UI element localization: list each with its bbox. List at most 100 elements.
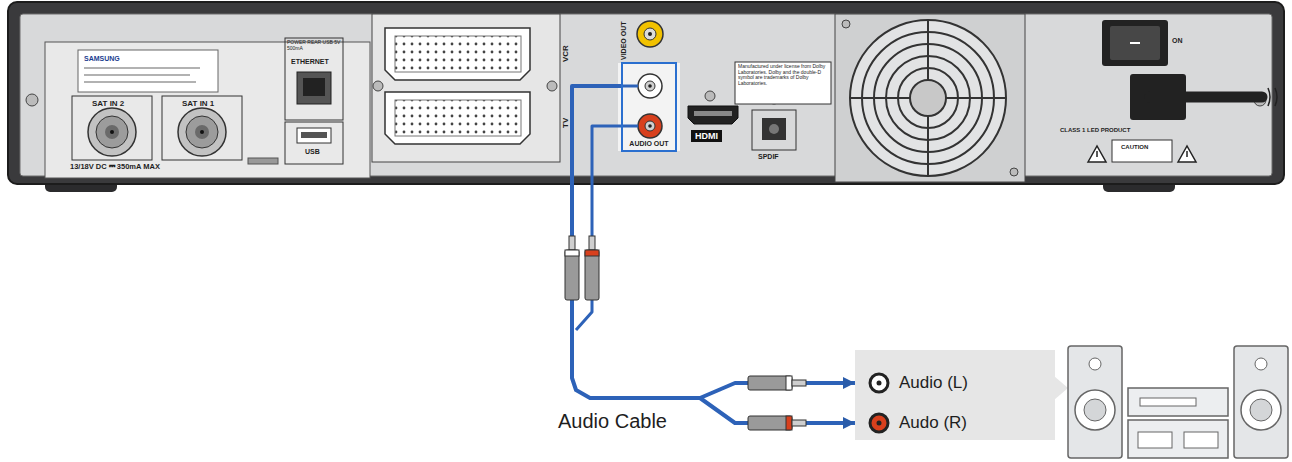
warning-label: CAUTION xyxy=(1121,144,1148,151)
rca-plug xyxy=(585,250,599,256)
input-label: Audio (L) xyxy=(899,372,968,394)
rca-plug xyxy=(565,236,579,300)
ethernet-usb-ports xyxy=(285,122,343,164)
hifi-system xyxy=(1075,390,1115,430)
scart-connectors xyxy=(547,81,557,91)
audio-input-panel: Audio (L) Audo (R) xyxy=(855,350,1055,440)
power-switch-and-socket xyxy=(1268,88,1277,106)
audio-out-jacks xyxy=(638,114,662,138)
satellite-input-panel xyxy=(78,50,218,92)
audio-out-jacks xyxy=(648,124,652,128)
hifi-system xyxy=(1255,358,1267,370)
port-label: SAT IN 1 xyxy=(182,99,214,108)
hdmi-logo: HDMI xyxy=(691,130,722,142)
port-label: VCR xyxy=(561,45,570,62)
hifi-system xyxy=(1128,388,1228,416)
hdmi-spdif-ports xyxy=(688,106,738,124)
audio-out-jacks xyxy=(618,63,680,151)
satellite-input-panel xyxy=(195,125,209,139)
receiver-housing xyxy=(8,2,1284,184)
port-label: USB xyxy=(305,148,320,156)
cable-plugs xyxy=(565,236,806,430)
audio-out-jacks xyxy=(648,84,652,88)
rca-plug xyxy=(585,236,599,300)
rca-plug xyxy=(748,376,806,390)
hifi-system xyxy=(1084,399,1106,421)
satellite-input-panel xyxy=(84,67,200,69)
ethernet-usb-ports xyxy=(297,72,331,104)
port-label: POWER REAR USB 5V 500mA xyxy=(287,40,343,51)
hifi-system xyxy=(1068,346,1288,458)
rca-plug xyxy=(786,416,792,430)
cable-label: Audio Cable xyxy=(555,410,670,433)
scart-connectors xyxy=(372,14,560,162)
satellite-input-panel xyxy=(105,125,119,139)
dolby-notice: Manufactured under license from Dolby La… xyxy=(738,64,828,86)
caution-sticker xyxy=(1096,151,1098,157)
scart-connectors xyxy=(372,14,560,162)
hdmi-spdif-ports xyxy=(752,110,796,150)
power-switch-and-socket xyxy=(1102,20,1277,120)
video-out-jack xyxy=(644,28,656,40)
caution-sticker xyxy=(1088,140,1196,162)
rca-jack-icon xyxy=(877,381,882,386)
satellite-input-panel xyxy=(110,130,114,134)
satellite-input-panel xyxy=(200,130,204,134)
power-switch-and-socket xyxy=(1102,20,1168,66)
hifi-system xyxy=(1128,420,1228,458)
hdmi-spdif-ports xyxy=(694,111,732,116)
hdmi-spdif-ports xyxy=(762,118,786,140)
rca-plug xyxy=(565,250,579,300)
satellite-input-panel xyxy=(162,96,242,160)
dolby-notice-box xyxy=(735,62,831,104)
audio-out-jacks xyxy=(645,81,655,91)
audio-out-jacks xyxy=(645,121,655,131)
wire xyxy=(621,85,638,88)
satellite-input-panel xyxy=(84,81,196,83)
power-switch-and-socket xyxy=(1150,92,1262,103)
satellite-input-panel xyxy=(88,108,136,156)
cooling-fan xyxy=(910,80,946,116)
brand-label: SAMSUNG xyxy=(84,55,120,63)
switch-label: ON xyxy=(1172,37,1183,45)
callout-pointer xyxy=(1054,376,1068,400)
hifi-system xyxy=(1138,432,1172,448)
hdmi-spdif-ports xyxy=(705,91,715,101)
rca-plug xyxy=(585,250,599,300)
satellite-input-panel xyxy=(45,42,370,178)
receiver-housing xyxy=(26,94,38,106)
caution-sticker xyxy=(1186,151,1188,157)
ethernet-usb-ports xyxy=(285,38,343,120)
ethernet-usb-ports xyxy=(297,128,331,143)
scart-connectors xyxy=(373,81,383,91)
jack-icons xyxy=(855,350,895,440)
scart-connectors xyxy=(385,28,530,80)
port-label: ETHERNET xyxy=(291,58,329,66)
rca-plug xyxy=(792,420,806,426)
video-out-jack xyxy=(648,32,652,36)
callout-pointer xyxy=(1054,376,1068,400)
satellite-input-panel xyxy=(45,42,370,178)
rca-plug xyxy=(792,380,806,386)
caution-sticker xyxy=(1178,146,1196,162)
audio-out-panel: AUDIO OUT xyxy=(621,62,677,152)
satellite-input-panel xyxy=(186,116,218,148)
ethernet-usb-ports xyxy=(301,132,327,138)
rca-jack-icon xyxy=(870,414,888,432)
hifi-system xyxy=(1068,346,1122,458)
cooling-fan xyxy=(1010,168,1018,176)
rca-jack-icon xyxy=(870,374,888,392)
hifi-system xyxy=(1140,398,1196,406)
cooling-fan xyxy=(850,20,1006,176)
rca-plug xyxy=(565,250,579,256)
rca-jack-icon xyxy=(877,421,882,426)
wire xyxy=(576,126,638,330)
satellite-input-panel xyxy=(178,108,226,156)
input-label: Audo (R) xyxy=(899,412,967,434)
power-switch-and-socket xyxy=(1110,26,1160,60)
port-label: VIDEO OUT xyxy=(620,21,628,60)
dolby-notice-box xyxy=(735,62,831,104)
rca-plug xyxy=(748,376,792,390)
port-label: SPDIF xyxy=(758,153,779,161)
